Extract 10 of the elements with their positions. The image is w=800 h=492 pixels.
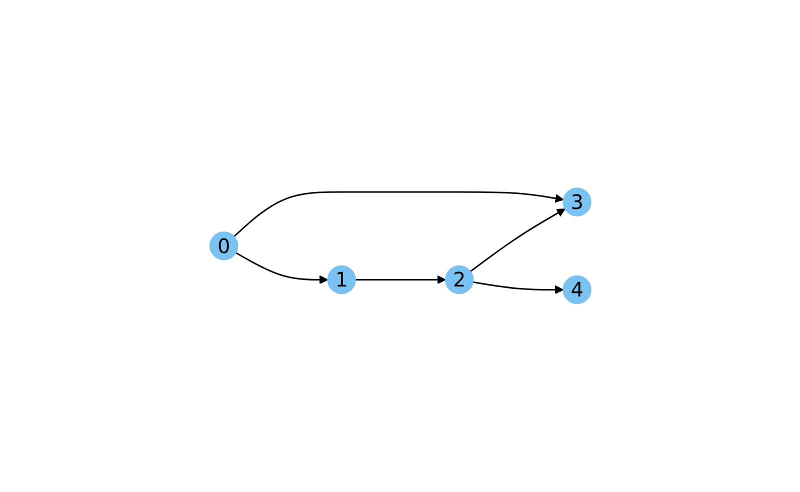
node-circle: 0 bbox=[209, 232, 238, 260]
arrow bbox=[235, 252, 328, 284]
arrow bbox=[355, 275, 446, 284]
arrow bbox=[472, 281, 564, 294]
node-circle: 3 bbox=[562, 188, 591, 216]
node-circle: 4 bbox=[562, 276, 591, 304]
arrow bbox=[233, 191, 564, 238]
node-circle: 1 bbox=[326, 266, 356, 294]
node-circle: 2 bbox=[444, 266, 474, 294]
arrow bbox=[470, 208, 565, 272]
